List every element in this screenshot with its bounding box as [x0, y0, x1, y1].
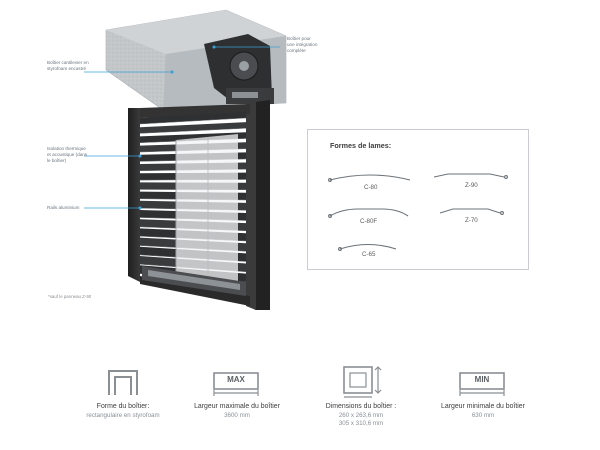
- spec-box-dimensions-title: Dimensions du boîtier :: [325, 403, 397, 410]
- slat-c65-end: [338, 247, 342, 251]
- slat-label-z90: Z-90: [465, 182, 478, 189]
- slat-shapes-title: Formes de lames:: [330, 141, 392, 150]
- shutter-slat: [140, 112, 246, 124]
- slat-label-c80: C-80: [364, 184, 378, 191]
- spec-min-width-line: 630 mm: [471, 411, 495, 419]
- spec-box-shape: Forme du boîtier: rectangulaire en styro…: [58, 367, 188, 420]
- slat-z70-end: [500, 211, 504, 215]
- slat-label-c80f: C-80F: [360, 218, 378, 225]
- callout-box-right: Boîtier pour une intégration complète: [287, 36, 318, 53]
- box-dimensions-icon: [343, 366, 382, 398]
- min-label: MIN: [474, 375, 490, 384]
- shutter-slat-edge: [139, 117, 247, 125]
- shutter-slat: [140, 132, 246, 143]
- slat-shapes-panel: Formes de lames: C-80 Z-90 C-80F Z-70 C-…: [307, 129, 529, 270]
- callout-box-left: Boîtier cantilevier en styrofoam encastr…: [47, 60, 89, 71]
- slat-c80-end: [328, 178, 332, 182]
- spec-box-shape-line: rectangulaire en styrofoam: [86, 411, 160, 419]
- bottom-bar-mesh: [148, 270, 240, 290]
- spec-box-dimensions-line-2: 305 x 310,6 mm: [338, 419, 384, 427]
- shutter-box: [105, 9, 287, 111]
- callout-lines: [84, 45, 280, 210]
- spec-box-dimensions-line-1: 260 x 263,6 mm: [338, 411, 384, 419]
- slat-z90-end: [504, 175, 508, 179]
- callout-insulation: Isolation thermique et acoustique (dans …: [47, 146, 88, 163]
- max-label: MAX: [227, 375, 245, 384]
- min-width-icon: [459, 372, 505, 396]
- callout-rails: Rails aluminium: [47, 205, 80, 210]
- spec-min-width: MIN Largeur minimale du boîtier 630 mm: [418, 367, 548, 420]
- window-glimpse: [175, 134, 238, 282]
- box-shape-icon: [108, 370, 138, 395]
- spec-min-width-title: Largeur minimale du boîtier: [441, 403, 525, 410]
- slat-label-z70: Z-70: [465, 217, 478, 224]
- slat-c80f-end: [328, 214, 332, 218]
- slat-label-c65: C-65: [362, 251, 376, 258]
- slat-shapes-drawings: [328, 173, 508, 251]
- shutter-slat-edge: [139, 128, 247, 134]
- spec-box-shape-title: Forme du boîtier:: [96, 403, 150, 410]
- slat-z90-shape: [433, 173, 505, 178]
- slat-z70-shape: [439, 208, 501, 214]
- spec-max-width: MAX Largeur maximale du boîtier 3600 mm: [172, 367, 302, 420]
- slat-c80-shape: [329, 174, 411, 181]
- spec-max-width-title: Largeur maximale du boîtier: [194, 403, 280, 410]
- max-width-icon: [213, 372, 259, 396]
- spec-max-width-line: 3600 mm: [224, 411, 250, 419]
- footnote: *sauf le panneau Z-90: [48, 294, 92, 299]
- slat-c80f-shape: [329, 208, 409, 217]
- shutter-slat: [140, 122, 246, 134]
- slat-c65-shape: [339, 243, 397, 250]
- spec-box-dimensions: Dimensions du boîtier : 260 x 263,6 mm 3…: [296, 366, 426, 428]
